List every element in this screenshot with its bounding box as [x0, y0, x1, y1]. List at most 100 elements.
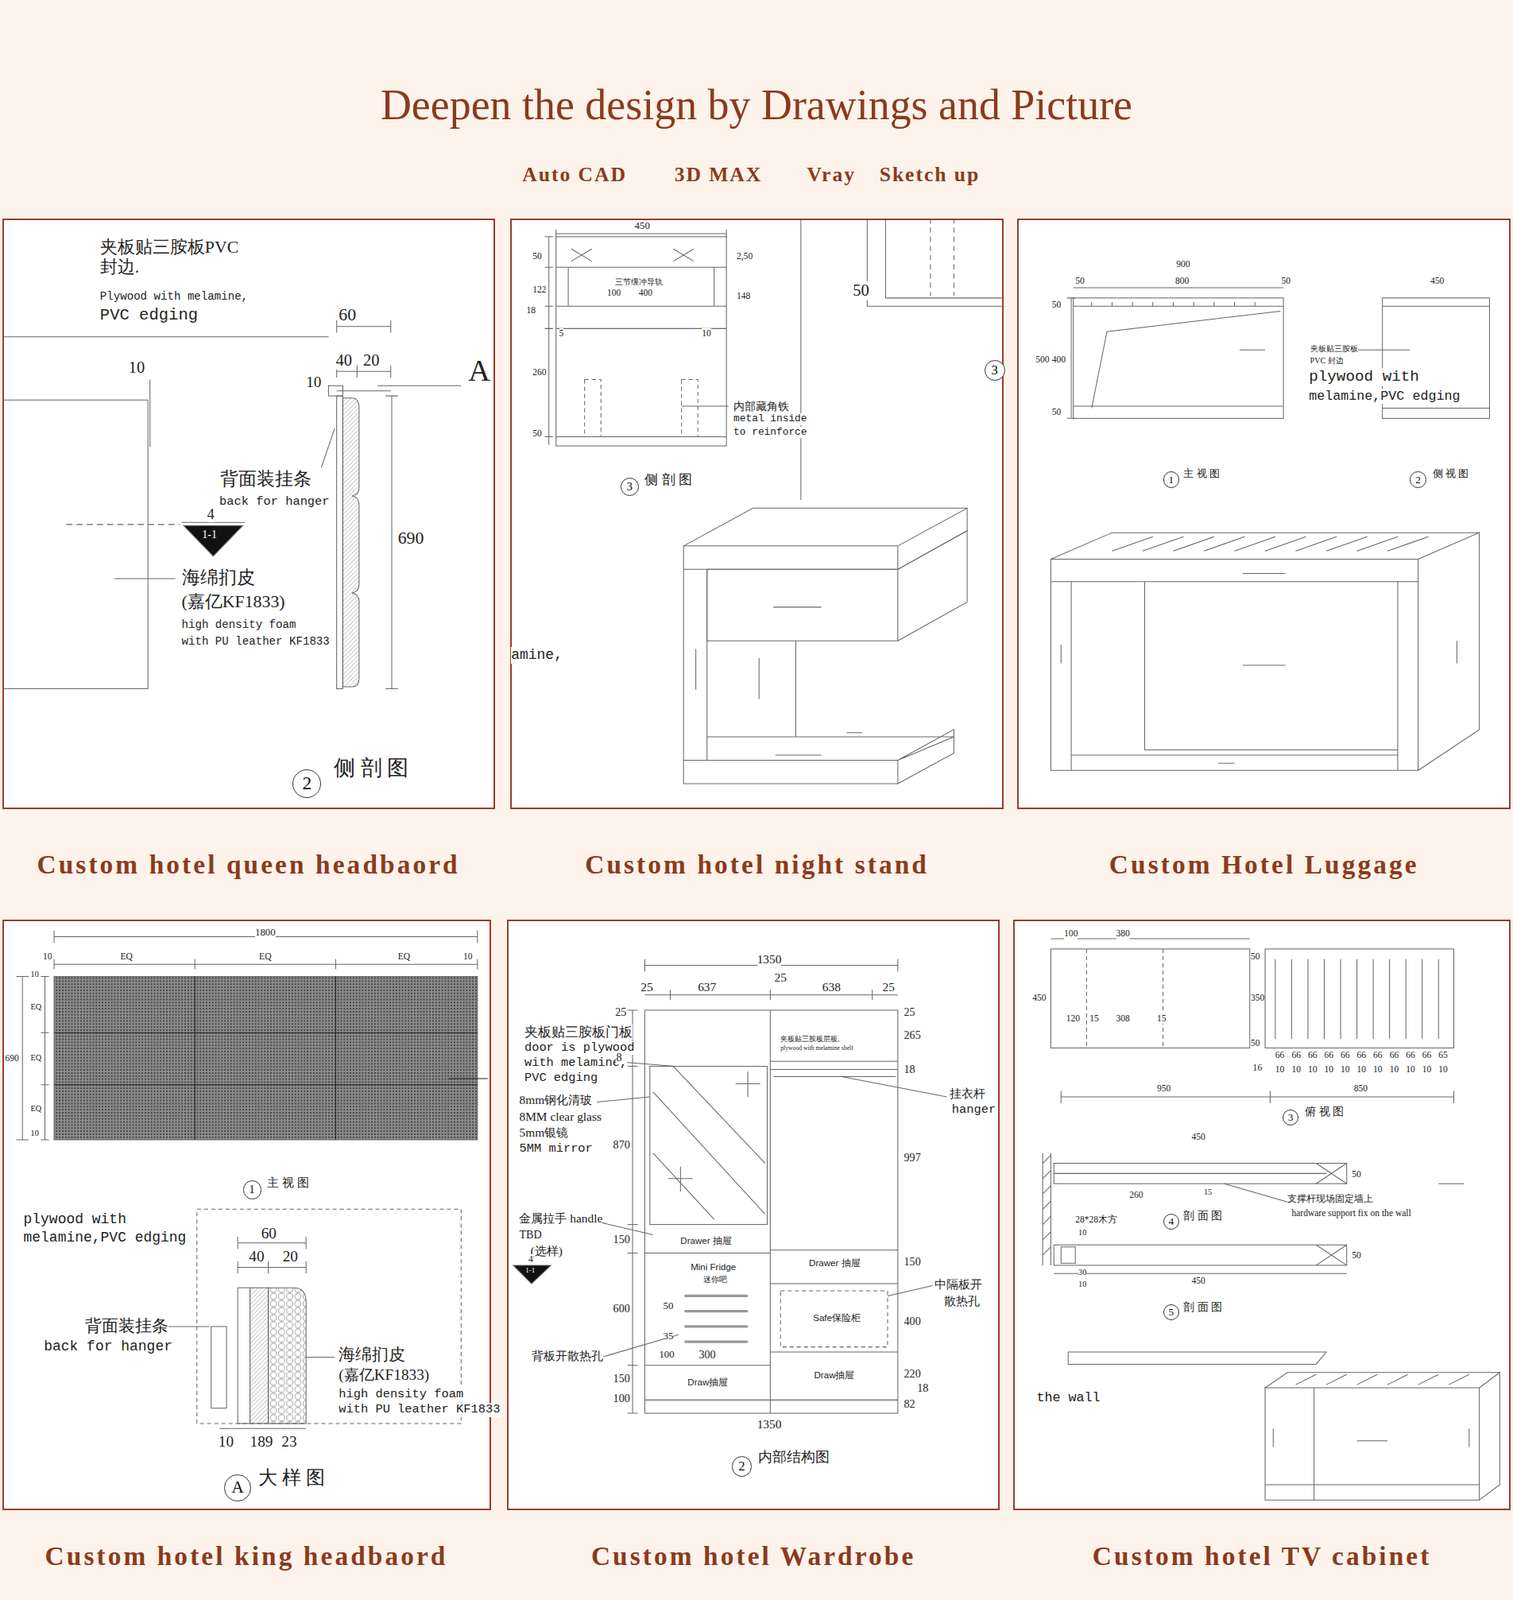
drawing-label: 10	[701, 328, 712, 339]
drawing-label: 50	[1052, 406, 1062, 418]
drawing-label: 100	[658, 1348, 674, 1361]
panel-box: Custom Hotel Luggage12	[1017, 218, 1511, 809]
drawing-label: 380	[1116, 928, 1130, 939]
drawing-label: 900	[1176, 259, 1190, 270]
drawing-label: 66	[1389, 1049, 1400, 1061]
drawing-label: 450	[1032, 992, 1046, 1003]
drawing-label: 俯 视 图	[1304, 1104, 1344, 1118]
drawing-label: 66	[1275, 1049, 1285, 1061]
drawing-label: 1350	[757, 951, 782, 967]
drawing-label: 148	[736, 290, 751, 302]
drawing-label: 5MM mirror	[518, 1141, 593, 1157]
drawing-label: 66	[1307, 1049, 1318, 1061]
drawing-label: 剖 面 图	[1183, 1300, 1223, 1313]
drawing-label: 50	[532, 428, 542, 439]
drawing-label: 5	[559, 328, 565, 339]
drawing-label: 18	[917, 1381, 929, 1394]
drawing-label: 66	[1340, 1049, 1351, 1061]
drawing-label: 三节缓冲导轨	[615, 277, 663, 287]
drawing-label: 120	[1066, 1013, 1080, 1024]
drawing-label: 10	[1307, 1064, 1318, 1075]
drawing-label: 海绵扪皮	[338, 1345, 406, 1365]
drawing-label: high density foam	[181, 618, 297, 631]
drawing-label: A	[468, 352, 491, 388]
drawing-label: 夹板贴三胺板PVC 封边.	[100, 237, 254, 278]
callout-circle: A	[224, 1474, 251, 1501]
drawing-label: 100	[607, 287, 621, 298]
drawing-label: EQ	[30, 1103, 43, 1114]
drawing-label: melamine,PVC edging	[1308, 388, 1460, 404]
drawing-label: 10	[1405, 1064, 1416, 1075]
drawing-label: 8MM clear glass	[518, 1109, 601, 1124]
panel-caption: Custom hotel king headbaord	[3, 1540, 490, 1572]
drawing-label: 10	[30, 1128, 39, 1138]
drawing-label: 10	[1323, 1064, 1334, 1075]
drawing-label: 50	[852, 281, 870, 301]
callout-circle: 1	[1163, 471, 1181, 488]
drawing-label: 35	[663, 1330, 674, 1343]
drawing-label: 8mm钢化清玻	[518, 1092, 593, 1107]
drawing-label: 25	[773, 970, 786, 985]
drawing-label: 66	[1291, 1049, 1301, 1061]
drawing-label: amine,	[510, 646, 563, 664]
drawing-label: 10	[305, 373, 322, 391]
drawing-label: 638	[822, 979, 841, 995]
drawing-label: 夹板贴三胺板层板,	[780, 1034, 840, 1043]
drawing-label: 50	[1351, 1168, 1362, 1180]
drawing-label: 10	[1340, 1064, 1351, 1075]
drawing-label: EQ	[398, 951, 411, 962]
callout-circle: 3	[1282, 1109, 1300, 1127]
drawing-label: 1350	[757, 1416, 782, 1432]
panel-caption: Custom hotel night stand	[511, 849, 1003, 880]
drawing-label: 夹板贴三胺板门板	[524, 1024, 633, 1040]
drawing-label: 5mm银镜	[518, 1125, 569, 1140]
drawing-label: 189	[250, 1432, 274, 1451]
drawing-label: 850	[1354, 1083, 1368, 1094]
drawing-label: EQ	[259, 951, 271, 962]
drawing-label: 82	[904, 1396, 916, 1410]
drawing-label: 50	[1075, 275, 1085, 287]
drawing-label: 637	[697, 979, 716, 995]
drawing-label: EQ	[30, 1002, 43, 1012]
drawing-label: plywood with	[1308, 367, 1420, 386]
drawing-label: 50	[663, 1300, 674, 1312]
drawing-label: 10	[1422, 1064, 1432, 1075]
drawing-label: with PU leather KF1833	[181, 634, 330, 648]
drawing-label: 10	[30, 969, 39, 979]
callout-circle: 2	[731, 1455, 753, 1477]
drawing-label: 870	[613, 1137, 631, 1151]
drawing-label: 内部结构图	[758, 1448, 830, 1466]
drawing-label: 950	[1157, 1083, 1171, 1094]
drawing-label: 66	[1357, 1049, 1367, 1061]
drawing-label: 690	[4, 1052, 19, 1064]
drawing-label: 10	[1078, 1227, 1087, 1238]
drawing-label: 大 样 图	[258, 1466, 326, 1489]
drawing-label: 50	[532, 251, 542, 262]
callout-number: 2	[1415, 474, 1421, 485]
drawing-label: 1800	[255, 926, 276, 939]
drawing-label: melamine,PVC edging	[23, 1229, 187, 1246]
callout-number: 2	[302, 773, 313, 793]
drawing-label: 690	[398, 528, 425, 549]
drawing-label: 30	[1078, 1267, 1087, 1277]
drawing-label: 260	[1129, 1189, 1143, 1200]
drawing-label: (选样)	[530, 1243, 563, 1258]
drawing-label: 内部藏角铁	[733, 399, 790, 413]
drawing-label: 18	[526, 305, 536, 316]
drawing-label: 400	[1052, 354, 1066, 365]
drawing-label: (嘉亿KF1833)	[338, 1365, 430, 1384]
drawing-label: 25	[640, 979, 653, 995]
drawing-label: back for hanger	[219, 495, 330, 510]
drawing-label: 15	[1203, 1187, 1212, 1197]
drawing-label: 265	[904, 1028, 921, 1041]
drawing-label: 中隔板开	[934, 1276, 983, 1292]
drawing-label: 10	[1357, 1064, 1367, 1075]
drawing-label: 65	[1438, 1049, 1448, 1061]
drawing-label: 450	[634, 220, 651, 233]
drawing-label: 400	[638, 287, 653, 298]
drawing-label: 600	[613, 1301, 631, 1315]
drawing-label: 16	[1253, 1062, 1263, 1073]
drawing-label: 450	[1191, 1131, 1206, 1142]
drawing-label: 66	[1422, 1049, 1432, 1061]
drawing-label: (嘉亿KF1833)	[181, 592, 286, 612]
